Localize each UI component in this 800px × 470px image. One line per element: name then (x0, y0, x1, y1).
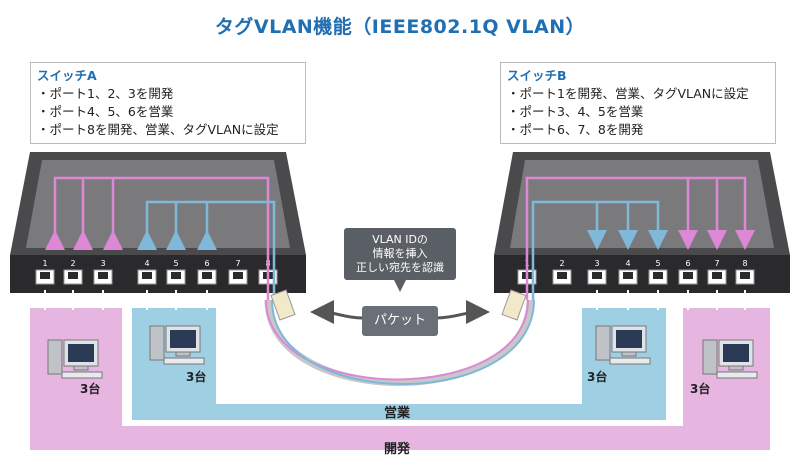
b-sales-line (531, 200, 668, 300)
port-4: 4 (137, 259, 157, 285)
port-5: 5 (166, 259, 186, 285)
port-number: 6 (685, 259, 690, 268)
port-3: 3 (93, 259, 113, 285)
port-socket (592, 272, 602, 279)
switch-a-line: ・ポート8を開発、営業、タグVLANに設定 (37, 122, 279, 137)
port-number: 4 (625, 259, 630, 268)
packet-arrow-left (310, 300, 363, 325)
port-number: 8 (742, 259, 747, 268)
port-2: 2 (63, 259, 83, 285)
port-2: 2 (552, 259, 572, 285)
packet-arrow-right (435, 300, 490, 325)
switch-b-line: ・ポート1を開発、営業、タグVLANに設定 (507, 86, 749, 101)
port-socket (683, 272, 693, 279)
port-number: 2 (559, 259, 564, 268)
b-dev-line (525, 176, 755, 300)
a-dev-count: 3台 (80, 382, 101, 396)
port-socket (233, 272, 243, 279)
plug-a (270, 289, 296, 321)
b-dev-count: 3台 (690, 382, 711, 396)
switch-a-line: ・ポート1、2、3を開発 (37, 86, 174, 101)
port-number: 2 (70, 259, 75, 268)
switch-b-line: ・ポート3、4、5を営業 (507, 104, 644, 119)
page-title: タグVLAN機能（IEEE802.1Q VLAN） (214, 16, 586, 38)
dev-network-label: 開発 (384, 442, 411, 457)
switch-a-line: ・ポート4、5、6を営業 (37, 104, 174, 119)
pc-icon (149, 325, 205, 365)
switch-b-info: スイッチB ・ポート1を開発、営業、タグVLANに設定 ・ポート3、4、5を営業… (500, 62, 776, 144)
port-number: 1 (42, 259, 47, 268)
port-socket (40, 272, 50, 279)
a-sales-count: 3台 (186, 370, 207, 384)
pc-icons (47, 325, 758, 379)
port-socket (142, 272, 152, 279)
port-socket (202, 272, 212, 279)
port-socket (653, 272, 663, 279)
port-socket (98, 272, 108, 279)
pc-icon (702, 339, 758, 379)
port-8: 8 (735, 259, 755, 285)
port-number: 6 (204, 259, 209, 268)
port-1: 1 (35, 259, 55, 285)
port-number: 3 (100, 259, 105, 268)
bubble-line: 情報を挿入 (372, 247, 428, 260)
a-dev-line (45, 176, 270, 300)
port-7: 7 (228, 259, 248, 285)
port-socket (557, 272, 567, 279)
port-socket (171, 272, 181, 279)
pc-icon (47, 339, 103, 379)
port-number: 5 (173, 259, 178, 268)
a-sales-line (137, 200, 276, 300)
port-socket (623, 272, 633, 279)
vlan-id-bubble: VLAN IDの 情報を挿入 正しい宛先を認識 (344, 228, 456, 280)
port-socket (712, 272, 722, 279)
port-5: 5 (648, 259, 668, 285)
switch-a-heading: スイッチA (37, 68, 97, 83)
port-socket (68, 272, 78, 279)
port-3: 3 (587, 259, 607, 285)
switch-b-line: ・ポート6、7、8を開発 (507, 122, 644, 137)
port-7: 7 (707, 259, 727, 285)
port-4: 4 (618, 259, 638, 285)
dev-network-zone (30, 308, 770, 450)
port-6: 6 (678, 259, 698, 285)
switch-a-info: スイッチA ・ポート1、2、3を開発 ・ポート4、5、6を営業 ・ポート8を開発… (30, 62, 306, 144)
sales-network-label: 営業 (384, 406, 411, 421)
bubble-line: 正しい宛先を認識 (356, 261, 444, 274)
packet-label: パケット (362, 306, 438, 336)
pc-icon (595, 325, 651, 365)
port-number: 5 (655, 259, 660, 268)
port-6: 6 (197, 259, 217, 285)
port-number: 7 (235, 259, 240, 268)
bubble-line: VLAN IDの (372, 233, 428, 246)
bubble-pointer (393, 278, 407, 292)
b-sales-count: 3台 (587, 370, 608, 384)
port-number: 4 (144, 259, 149, 268)
switch-b-heading: スイッチB (507, 68, 567, 83)
sales-network-zone (132, 308, 666, 420)
plug-b (501, 289, 527, 321)
port-number: 7 (714, 259, 719, 268)
port-socket (740, 272, 750, 279)
tagged-trunk-cable (264, 299, 535, 386)
port-number: 3 (594, 259, 599, 268)
